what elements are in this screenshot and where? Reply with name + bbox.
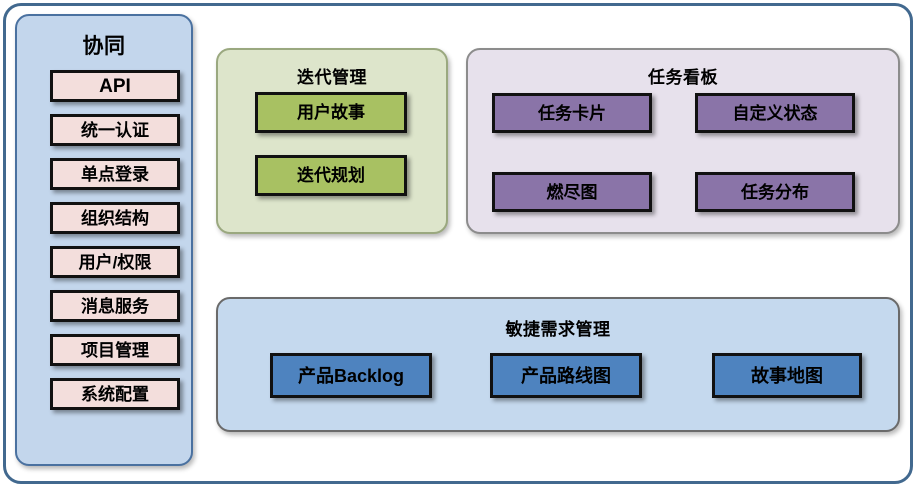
agile-item-product-backlog-latin: Backlog xyxy=(333,365,405,386)
taskboard-panel: 任务看板 任务卡片 自定义状态 燃尽图 任务分布 xyxy=(466,48,900,234)
iteration-management-panel: 迭代管理 用户故事 迭代规划 xyxy=(216,48,448,234)
iteration-management-title: 迭代管理 xyxy=(297,68,367,87)
taskboard-item-custom-status[interactable]: 自定义状态 xyxy=(695,93,855,133)
sidebar-panel: 协同 API 统一认证 单点登录 组织结构 用户/权限 消息服务 项目管理 系统… xyxy=(15,14,193,466)
sidebar-item-project-management[interactable]: 项目管理 xyxy=(50,334,180,366)
sidebar-item-sso[interactable]: 单点登录 xyxy=(50,158,180,190)
iteration-item-user-story[interactable]: 用户故事 xyxy=(255,92,407,133)
sidebar-item-user-permission-head: 用户 xyxy=(78,252,113,272)
sidebar-item-user-permission-slash: / xyxy=(112,252,118,272)
sidebar-item-api[interactable]: API xyxy=(50,70,180,102)
sidebar-title: 协同 xyxy=(82,35,126,58)
iteration-item-iteration-plan[interactable]: 迭代规划 xyxy=(255,155,407,196)
sidebar-item-user-permission-tail: 权限 xyxy=(117,252,152,272)
agile-requirements-title: 敏捷需求管理 xyxy=(505,320,611,339)
sidebar-item-user-permission[interactable]: 用户/权限 xyxy=(50,246,180,278)
sidebar-item-unified-auth[interactable]: 统一认证 xyxy=(50,114,180,146)
taskboard-item-task-distribution[interactable]: 任务分布 xyxy=(695,172,855,212)
agile-item-product-backlog-head: 产品 xyxy=(297,365,334,386)
sidebar-item-message-service[interactable]: 消息服务 xyxy=(50,290,180,322)
taskboard-item-task-card[interactable]: 任务卡片 xyxy=(492,93,652,133)
taskboard-item-burndown-chart[interactable]: 燃尽图 xyxy=(492,172,652,212)
taskboard-title: 任务看板 xyxy=(648,68,718,87)
sidebar-item-system-config[interactable]: 系统配置 xyxy=(50,378,180,410)
agile-item-story-map[interactable]: 故事地图 xyxy=(712,353,862,398)
agile-item-product-roadmap[interactable]: 产品路线图 xyxy=(490,353,642,398)
sidebar-item-org-structure[interactable]: 组织结构 xyxy=(50,202,180,234)
